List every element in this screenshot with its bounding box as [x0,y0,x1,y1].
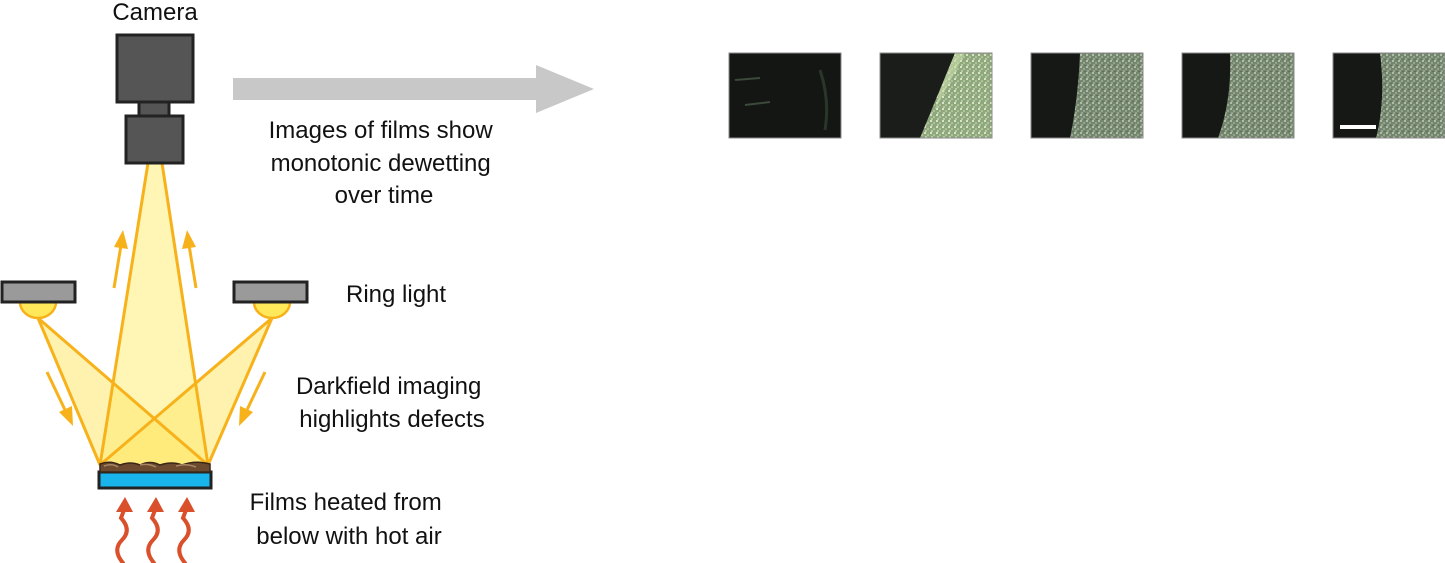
film-frame-4 [1181,52,1295,139]
heating-caption: Films heated from below with hot air [250,489,449,550]
right-arrow-icon [233,65,594,113]
ring-light-label: Ring light [346,281,446,308]
images-caption: Images of films show monotonic dewetting… [269,117,500,209]
film-frame-5 [1332,52,1445,139]
light-direction-arrows [45,230,267,426]
film-sample [97,461,213,490]
heat-wave-icon [115,508,191,563]
camera-view-cone [100,163,208,465]
film-frame-3 [1030,52,1144,139]
ring-light-icon [0,280,309,320]
darkfield-caption: Darkfield imaging highlights defects [296,373,488,433]
film-frame-2 [879,52,993,139]
heat-arrowheads [116,497,195,512]
film-image-sequence [728,52,1445,139]
camera-icon [115,33,195,165]
light-beams [36,162,274,467]
camera-label: Camera [112,0,198,26]
film-frame-1 [728,52,842,139]
scale-bar [1340,125,1376,129]
